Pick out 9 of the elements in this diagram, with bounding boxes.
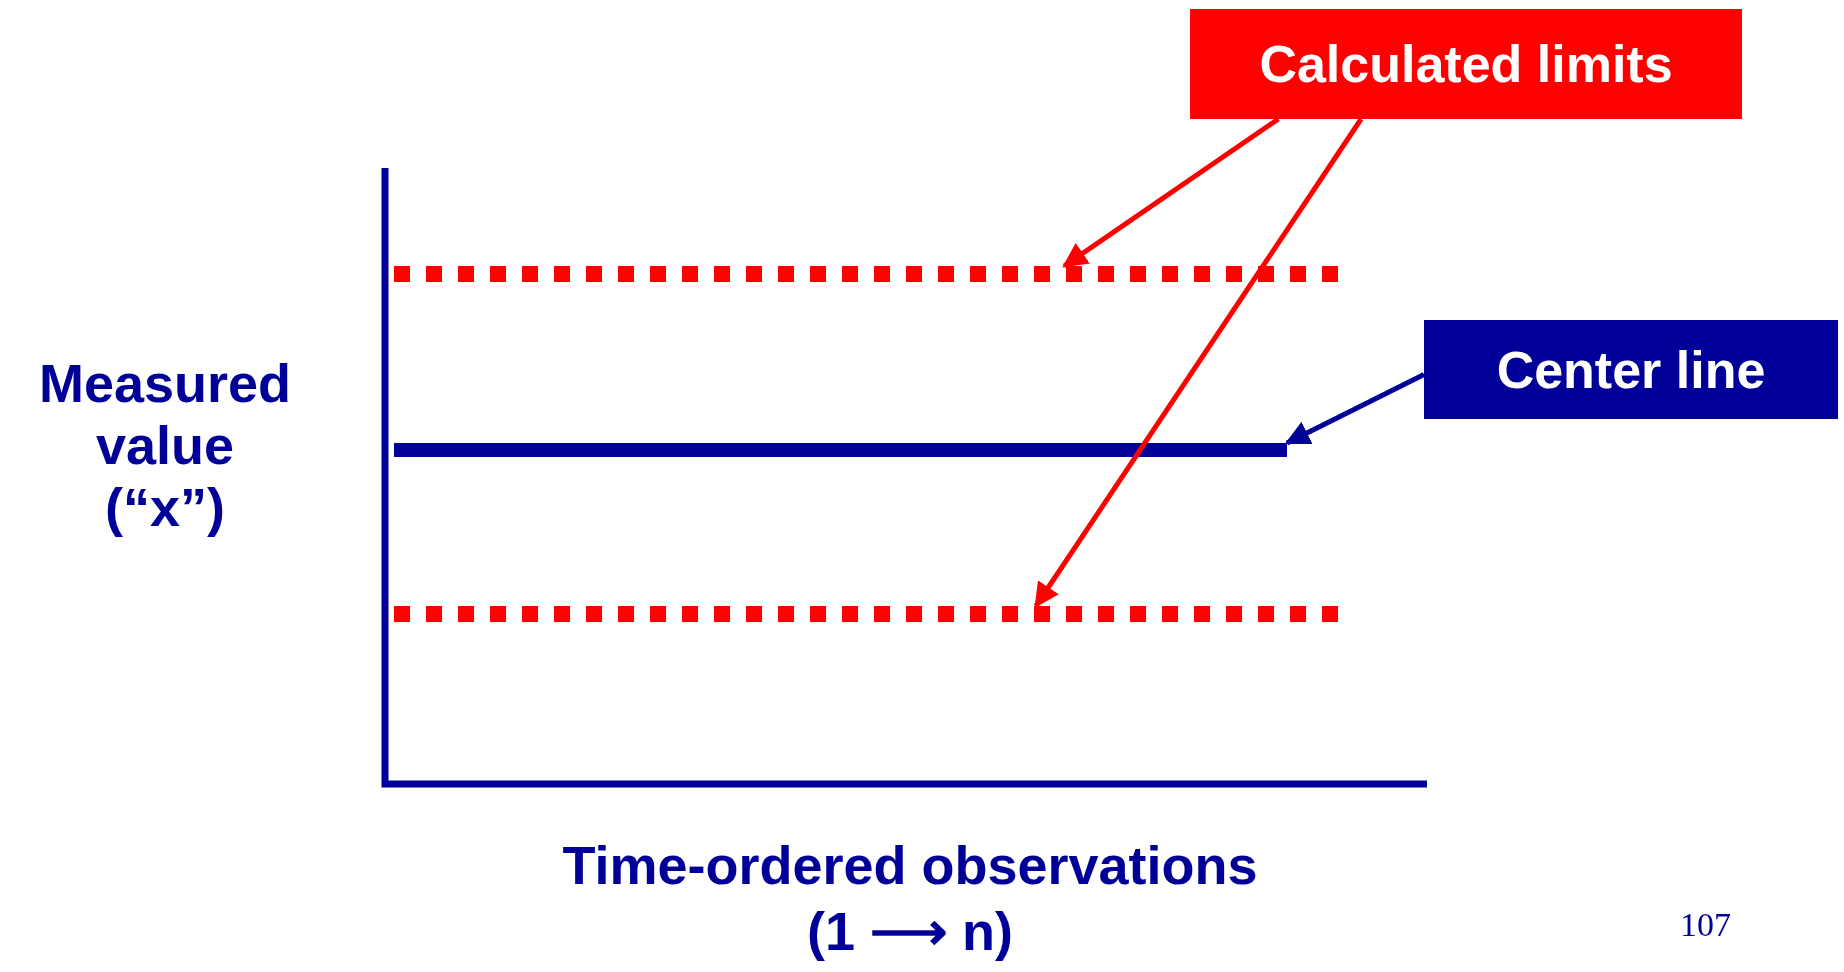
axis-label: (1 ⟶ n) [806, 900, 1014, 963]
axis-label: Measured value (“x”) [37, 352, 293, 539]
page-number: 107 [1680, 906, 1731, 944]
callout-box: Center line [1424, 320, 1838, 419]
callout-box: Calculated limits [1190, 9, 1742, 119]
axis-label: Time-ordered observations [561, 834, 1259, 897]
center-line [394, 443, 1287, 457]
lower-limit-line [394, 606, 1338, 622]
upper-limit-line [394, 266, 1338, 282]
